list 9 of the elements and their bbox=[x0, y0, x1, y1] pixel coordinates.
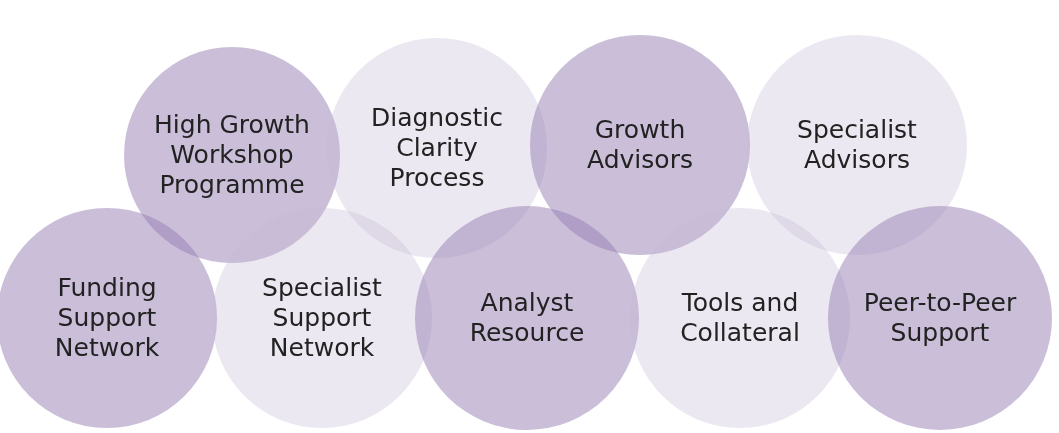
node-label: Funding Support Network bbox=[53, 273, 161, 363]
node-label: Growth Advisors bbox=[586, 115, 694, 175]
node-label: Specialist Support Network bbox=[261, 273, 383, 363]
node-label: Specialist Advisors bbox=[796, 115, 918, 175]
node-label: Analyst Resource bbox=[468, 288, 586, 348]
node-label: Diagnostic Clarity Process bbox=[369, 103, 504, 193]
node-label: High Growth Workshop Programme bbox=[153, 110, 311, 200]
node-label: Tools and Collateral bbox=[679, 288, 801, 348]
node-label: Peer-to-Peer Support bbox=[862, 288, 1018, 348]
